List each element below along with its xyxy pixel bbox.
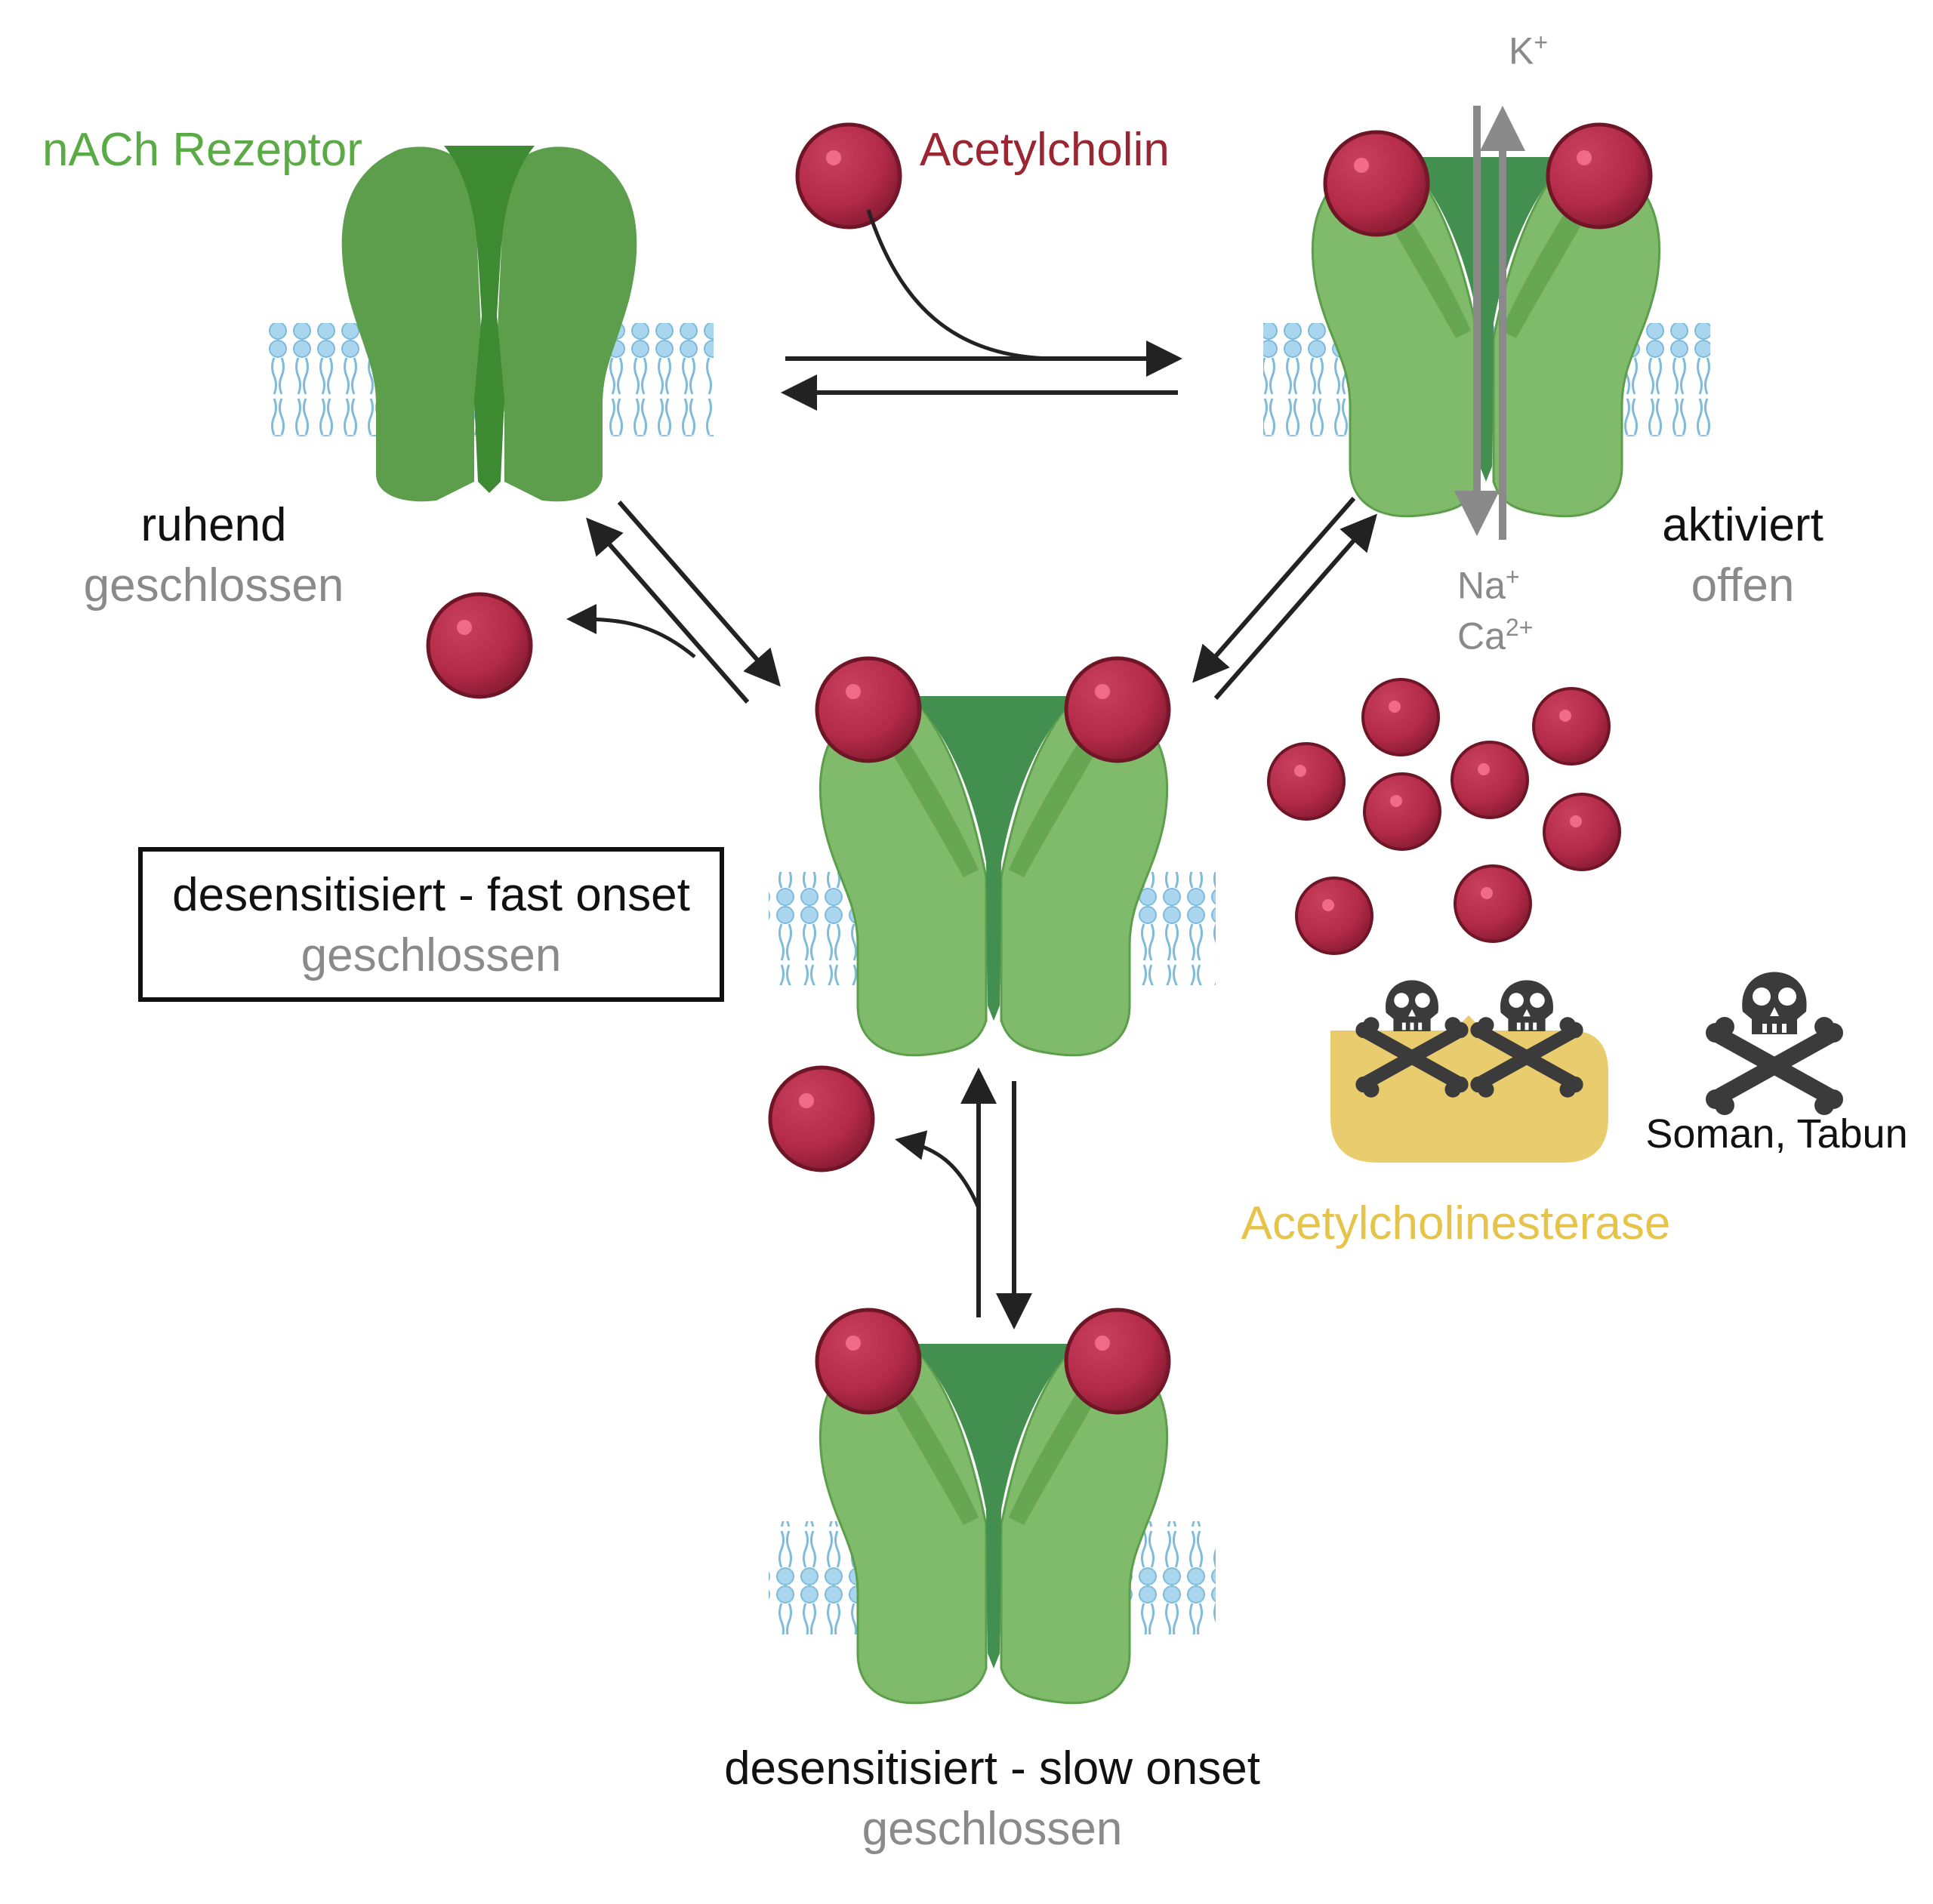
ion-sodium-label: Na+ (1457, 563, 1520, 607)
acetylcholine-label: Acetylcholin (920, 124, 1170, 176)
acetylcholine-bound (817, 658, 921, 761)
state-slow-channel: geschlossen (862, 1803, 1123, 1855)
acetylcholine-bound (1325, 132, 1429, 235)
acetylcholine-released (428, 594, 532, 697)
state-resting-name: ruhend (140, 499, 287, 551)
state-fast-channel: geschlossen (301, 929, 562, 981)
arrow-fast-to-activated (1213, 513, 1377, 700)
skull-crossbones-icon (1706, 972, 1843, 1116)
arrow-acetylcholine-binding (866, 209, 1058, 361)
acetylcholine-cluster (1267, 678, 1621, 955)
ion-potassium-label: K+ (1509, 29, 1549, 72)
arrow-activated-to-fast (1192, 497, 1356, 683)
arrow-resting-to-fast (617, 501, 781, 687)
enzyme-label: Acetylcholinesterase (1241, 1197, 1671, 1249)
arrow-release-fast (566, 604, 696, 658)
acetylcholine-released (770, 1068, 874, 1170)
fast-onset-box (138, 847, 724, 1002)
state-activated-channel: offen (1691, 559, 1795, 612)
state-activated-name: aktiviert (1662, 499, 1824, 551)
receptor-resting (341, 146, 637, 502)
acetylcholine-bound (1066, 1310, 1170, 1413)
acetylcholine-bound (817, 1310, 921, 1413)
acetylcholine-icon (797, 125, 902, 227)
acetylcholine-bound (1066, 658, 1170, 761)
arrow-fast-to-resting (586, 517, 750, 704)
receptor-label: nACh Rezeptor (42, 124, 362, 176)
acetylcholine-bound (1548, 125, 1652, 227)
state-slow-name: desensitisiert - slow onset (724, 1742, 1260, 1795)
state-fast-name: desensitisiert - fast onset (172, 869, 690, 921)
ion-calcium-label: Ca2+ (1457, 614, 1534, 658)
toxins-label: Soman, Tabun (1645, 1111, 1908, 1157)
state-resting-channel: geschlossen (83, 559, 344, 612)
arrow-release-slow (895, 1130, 981, 1209)
